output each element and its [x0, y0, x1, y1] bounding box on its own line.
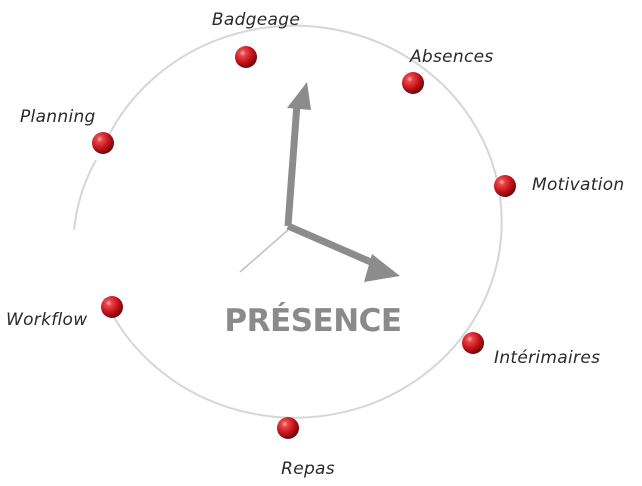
clock-tail [240, 230, 288, 272]
node-badgeage[interactable]: Badgeage [212, 10, 300, 68]
node-ball [277, 417, 299, 439]
clock-minute-hand [288, 226, 380, 266]
node-motivation[interactable]: Motivation [494, 175, 625, 197]
node-label: Absences [409, 47, 494, 67]
node-ball [462, 332, 484, 354]
node-planning[interactable]: Planning [20, 107, 114, 154]
orbit-ring-arc [102, 26, 502, 418]
node-ball [235, 46, 257, 68]
node-label: Repas [281, 459, 335, 479]
node-label: Intérimaires [494, 348, 600, 368]
node-label: Motivation [532, 175, 625, 195]
node-repas[interactable]: Repas [277, 417, 335, 479]
center-label: PRÉSENCE [224, 303, 401, 339]
node-label: Workflow [6, 310, 87, 330]
node-interimaires[interactable]: Intérimaires [462, 332, 600, 368]
node-ball [494, 175, 516, 197]
node-ball [101, 296, 123, 318]
node-label: Badgeage [212, 10, 300, 30]
node-label: Planning [20, 107, 96, 127]
clock-icon [240, 82, 400, 282]
node-ball [402, 72, 424, 94]
clock-hour-hand [288, 104, 297, 226]
node-absences[interactable]: Absences [402, 47, 494, 94]
clock-hour-hand-arrowhead [287, 82, 311, 110]
orbit-ring-tail [74, 160, 96, 230]
node-workflow[interactable]: Workflow [6, 296, 123, 330]
node-ball [92, 132, 114, 154]
